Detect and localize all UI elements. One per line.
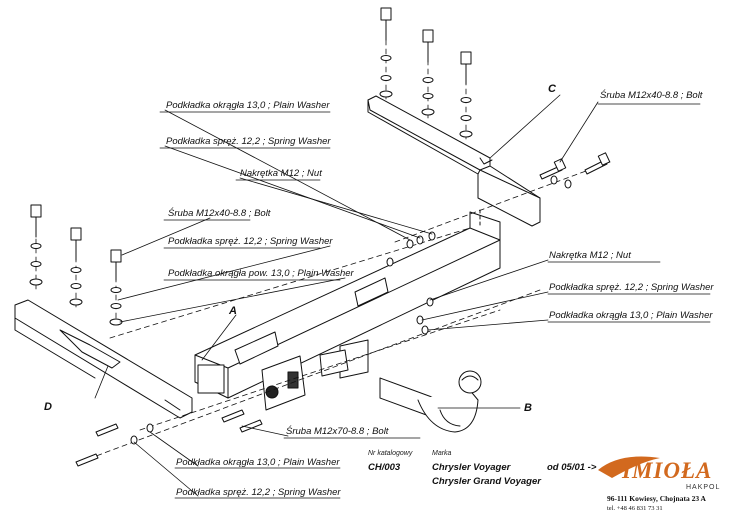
part-letter-d: D xyxy=(44,401,52,413)
top-bolts xyxy=(30,7,472,281)
label-bolt-left: Śruba M12x40-8.8 ; Bolt xyxy=(168,208,271,219)
washers xyxy=(29,55,572,445)
label-plain-washer-left: Podkładka okrągła pow. 13,0 ; Plain Wash… xyxy=(168,268,354,279)
side-bolts xyxy=(75,152,611,467)
label-spring-washer-bottom: Podkładka spręż. 12,2 ; Spring Washer xyxy=(176,487,341,498)
model-1: Chrysler Voyager xyxy=(432,462,511,473)
company-address: 96-111 Kowiesy, Chojnata 23 A xyxy=(607,494,706,503)
part-letter-c: C xyxy=(548,83,556,95)
logo-mark xyxy=(598,456,660,478)
model-2: Chrysler Grand Voyager xyxy=(432,476,541,487)
leader-lines xyxy=(94,94,711,499)
bracket-d xyxy=(14,299,193,419)
crossbar xyxy=(194,209,501,399)
tow-ball-b xyxy=(319,339,482,433)
assembly-axes xyxy=(35,39,611,463)
socket-plate xyxy=(261,355,306,411)
label-spring-washer-top: Podkładka spręż. 12,2 ; Spring Washer xyxy=(166,136,331,147)
catalog-label: Nr katalogowy xyxy=(368,450,413,457)
label-spring-washer-left: Podkładka spręż. 12,2 ; Spring Washer xyxy=(168,236,333,247)
bracket-c xyxy=(367,95,541,227)
production-date: od 05/01 -> xyxy=(547,462,597,473)
logo-name: IMIOŁA xyxy=(622,458,713,483)
part-letter-b: B xyxy=(524,402,532,414)
logo-sub: HAKPOL xyxy=(686,484,721,491)
label-plain-washer-top: Podkładka okrągła 13,0 ; Plain Washer xyxy=(166,100,330,111)
label-plain-washer-right: Podkładka okrągła 13,0 ; Plain Washer xyxy=(549,310,713,321)
label-bolt-bottom: Śruba M12x70-8.8 ; Bolt xyxy=(286,426,389,437)
catalog-number: CH/003 xyxy=(368,462,401,473)
part-letter-a: A xyxy=(229,305,237,317)
make-label: Marka xyxy=(432,450,452,457)
label-nut-right: Nakrętka M12 ; Nut xyxy=(549,250,631,261)
company-phone: tel. +48 46 831 73 31 xyxy=(607,505,663,512)
label-plain-washer-bottom: Podkładka okrągła 13,0 ; Plain Washer xyxy=(176,457,340,468)
label-bolt-right: Śruba M12x40-8.8 ; Bolt xyxy=(600,90,703,101)
label-nut-top: Nakrętka M12 ; Nut xyxy=(240,168,322,179)
label-spring-washer-right: Podkładka spręż. 12,2 ; Spring Washer xyxy=(549,282,714,293)
